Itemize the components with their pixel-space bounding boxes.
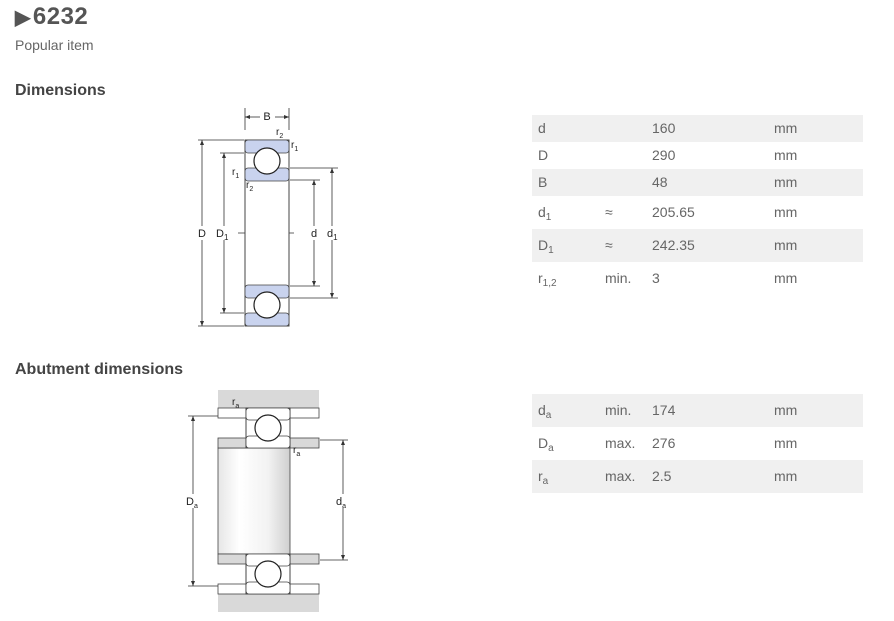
abutment-heading: Abutment dimensions: [15, 361, 184, 378]
page-title: ▶6232: [15, 3, 88, 31]
dim-qualifier: min.: [605, 402, 632, 418]
dim-unit: mm: [774, 237, 798, 253]
label-da: da: [336, 496, 346, 510]
abutment-dimensions-diagram: ra ra Da da: [186, 390, 348, 612]
label-r2: r2: [276, 127, 283, 140]
dim-value: 205.65: [652, 204, 695, 220]
table-row: d 160 mm: [532, 115, 863, 142]
dim-unit: mm: [774, 204, 798, 220]
dim-symbol: D: [538, 147, 549, 163]
dim-value: 2.5: [652, 468, 672, 484]
popular-item-label: Popular item: [15, 37, 94, 53]
table-row: D1 ≈ 242.35 mm: [532, 229, 863, 262]
dim-unit: mm: [774, 402, 798, 418]
dim-value: 174: [652, 402, 676, 418]
dim-symbol: d: [538, 120, 546, 136]
abutment-table: da min. 174 mm Da max. 276 mm ra max. 2.…: [532, 394, 863, 493]
label-d1: d1: [327, 228, 338, 242]
dim-qualifier: max.: [605, 435, 636, 451]
dim-unit: mm: [774, 147, 798, 163]
dim-value: 290: [652, 147, 676, 163]
dimensions-table: d 160 mm D 290 mm B 48 mm d1 ≈ 205.65 mm…: [532, 115, 863, 295]
table-row: ra max. 2.5 mm: [532, 460, 863, 493]
dim-value: 160: [652, 120, 676, 136]
dim-unit: mm: [774, 468, 798, 484]
dim-value: 242.35: [652, 237, 695, 253]
table-row: Da max. 276 mm: [532, 427, 863, 460]
dim-unit: mm: [774, 270, 798, 286]
table-row: d1 ≈ 205.65 mm: [532, 196, 863, 229]
label-B: B: [263, 111, 270, 123]
dim-symbol: B: [538, 174, 548, 190]
label-ra-inner: ra: [293, 445, 300, 458]
label-r1-inner: r1: [232, 167, 239, 180]
dim-symbol: d1: [538, 204, 552, 223]
bearing-dimensions-diagram: B r2 r1 r1 r2 D D1 d d1: [198, 108, 338, 327]
dim-symbol: ra: [538, 468, 549, 487]
label-d: d: [311, 228, 317, 240]
label-D1: D1: [216, 228, 229, 242]
label-r2-inner: r2: [246, 180, 253, 193]
product-designation: 6232: [32, 3, 89, 30]
dim-symbol: r1,2: [538, 270, 557, 289]
dim-qualifier: ≈: [605, 237, 613, 253]
label-D: D: [198, 228, 206, 240]
dim-symbol: da: [538, 402, 552, 421]
dim-unit: mm: [774, 174, 798, 190]
dimensions-heading: Dimensions: [15, 82, 106, 99]
dim-value: 276: [652, 435, 676, 451]
dim-value: 48: [652, 174, 668, 190]
table-row: r1,2 min. 3 mm: [532, 262, 863, 295]
dim-symbol: Da: [538, 435, 554, 454]
dim-value: 3: [652, 270, 660, 286]
dim-qualifier: ≈: [605, 204, 613, 220]
table-row: D 290 mm: [532, 142, 863, 169]
dim-symbol: D1: [538, 237, 554, 256]
dim-qualifier: max.: [605, 468, 636, 484]
label-r1-outer: r1: [291, 140, 298, 153]
table-row: B 48 mm: [532, 169, 863, 196]
label-ra-top: ra: [232, 397, 239, 410]
play-arrow-icon: ▶: [15, 7, 31, 29]
table-row: da min. 174 mm: [532, 394, 863, 427]
label-Da: Da: [186, 496, 198, 510]
dim-unit: mm: [774, 120, 798, 136]
dim-unit: mm: [774, 435, 798, 451]
dim-qualifier: min.: [605, 270, 632, 286]
